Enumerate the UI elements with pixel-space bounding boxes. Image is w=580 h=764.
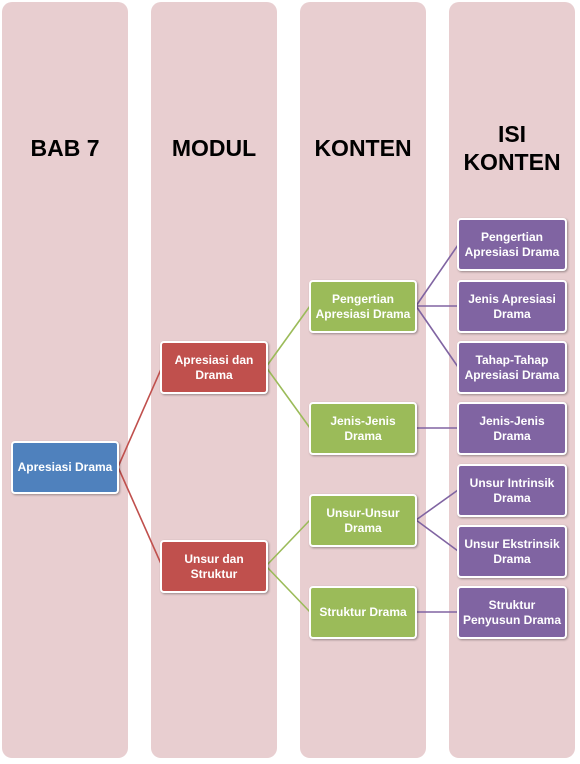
column-header-konten: KONTEN <box>314 135 412 161</box>
node-konten-pengertian-apresiasi-drama: Pengertian Apresiasi Drama <box>309 280 417 333</box>
column-header-isi-line1: ISI <box>497 121 527 147</box>
node-isi-pengertian-apresiasi-drama: Pengertian Apresiasi Drama <box>457 218 567 271</box>
link-modul2-konten-4 <box>265 565 311 613</box>
column-header-isi-line2: KONTEN <box>463 149 561 175</box>
node-isi-unsur-ekstrinsik-drama: Unsur Ekstrinsik Drama <box>457 525 567 578</box>
node-root-apresiasi-drama: Apresiasi Drama <box>11 441 119 494</box>
node-modul-apresiasi-dan-drama: Apresiasi dan Drama <box>160 341 268 394</box>
node-isi-jenis-jenis-drama: Jenis-Jenis Drama <box>457 402 567 455</box>
node-konten-struktur-drama: Struktur Drama <box>309 586 417 639</box>
link-root-modul-1 <box>117 366 163 468</box>
link-konten1-isi-1 <box>415 244 459 307</box>
link-root-modul-2 <box>117 466 163 567</box>
column-header-bab: BAB 7 <box>30 135 100 161</box>
node-isi-jenis-apresiasi-drama: Jenis Apresiasi Drama <box>457 280 567 333</box>
node-isi-tahap-tahap-apresiasi-drama: Tahap-Tahap Apresiasi Drama <box>457 341 567 394</box>
node-konten-jenis-jenis-drama: Jenis-Jenis Drama <box>309 402 417 455</box>
link-modul1-konten-1 <box>265 305 311 368</box>
link-modul1-konten-2 <box>265 366 311 429</box>
node-isi-struktur-penyusun-drama: Struktur Penyusun Drama <box>457 586 567 639</box>
link-modul2-konten-3 <box>265 519 311 567</box>
node-konten-unsur-unsur-drama: Unsur-Unsur Drama <box>309 494 417 547</box>
node-isi-unsur-intrinsik-drama: Unsur Intrinsik Drama <box>457 464 567 517</box>
column-bab: BAB 7 <box>2 2 128 758</box>
link-konten3-isi-5 <box>415 489 459 521</box>
column-header-modul: MODUL <box>171 135 257 161</box>
link-konten1-isi-3 <box>415 305 459 368</box>
node-modul-unsur-dan-struktur: Unsur dan Struktur <box>160 540 268 593</box>
link-konten3-isi-6 <box>415 519 459 552</box>
